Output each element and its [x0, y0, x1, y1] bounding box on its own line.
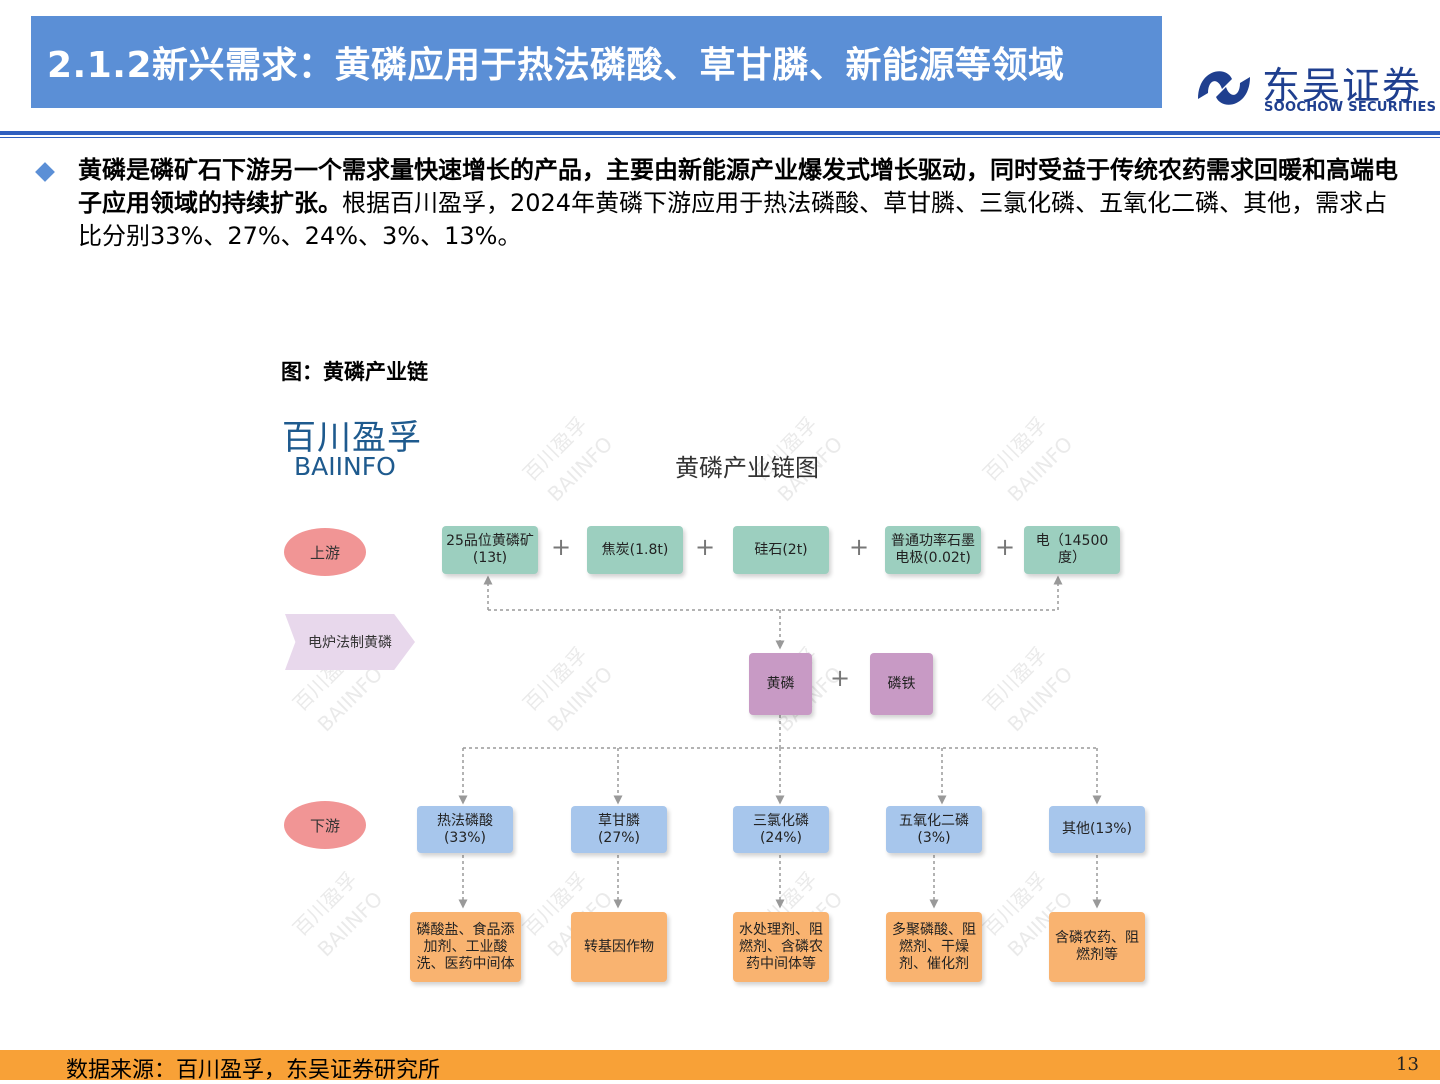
bullet-bold-text: 黄磷是磷矿石下游另一个需求量快速增长的产品，主要由新能源产业爆发式增长驱动，同时… [78, 156, 1398, 217]
stage-upstream: 上游 [284, 528, 366, 576]
title-bar: 2.1.2新兴需求：黄磷应用于热法磷酸、草甘膦、新能源等领域 [31, 16, 1162, 108]
baiinfo-logo-en: BAIINFO [294, 452, 396, 481]
downstream-name: 其他 [1061, 821, 1090, 837]
downstream-node: 三氯化磷 (24%) [733, 806, 829, 853]
input-node: 普通功率石墨电极(0.02t) [885, 526, 981, 574]
industry-chain-diagram: 百川盈孚 BAIINFO 百川盈孚 BAIINFO 百川盈孚 BAIINFO 百… [275, 400, 1175, 1000]
soochow-logo-icon [1198, 71, 1250, 105]
input-node: 焦炭(1.8t) [587, 526, 683, 574]
logo-name-cn: 东吴证券 [1262, 64, 1423, 108]
application-node: 磷酸盐、食品添加剂、工业酸洗、医药中间体 [410, 912, 521, 982]
input-node: 硅石(2t) [733, 526, 829, 574]
footer-bar: 数据来源：百川盈孚，东吴证券研究所 [0, 1050, 1440, 1083]
downstream-share: (27%) [597, 829, 641, 846]
header-divider [0, 131, 1440, 135]
bullet-paragraph: 黄磷是磷矿石下游另一个需求量快速增长的产品，主要由新能源产业爆发式增长驱动，同时… [78, 154, 1408, 253]
plus-sign: + [830, 664, 851, 692]
plus-sign: + [695, 533, 716, 561]
downstream-node: 热法磷酸 (33%) [417, 806, 513, 853]
application-node: 水处理剂、阻燃剂、含磷农药中间体等 [733, 912, 829, 982]
product-node-ferrophosphorus: 磷铁 [870, 653, 933, 715]
downstream-share: (13%) [1089, 821, 1133, 837]
downstream-name: 草甘膦 [598, 812, 640, 829]
diagram-title: 黄磷产业链图 [675, 454, 819, 482]
downstream-name: 热法磷酸 [437, 812, 493, 829]
plus-sign: + [849, 533, 870, 561]
plus-sign: + [551, 533, 572, 561]
soochow-logo: 东吴证券 SOOCHOW SECURITIES [1192, 55, 1436, 123]
input-node: 电（14500度） [1024, 526, 1120, 574]
downstream-share: (33%) [443, 829, 487, 846]
downstream-name: 五氧化二磷 [899, 812, 969, 829]
downstream-name: 三氯化磷 [753, 812, 809, 829]
baiinfo-logo-cn: 百川盈孚 [282, 418, 422, 458]
product-node-yellow-phosphorus: 黄磷 [749, 653, 812, 715]
figure-caption: 图：黄磷产业链 [281, 360, 428, 384]
stage-downstream: 下游 [284, 801, 366, 849]
downstream-node: 其他(13%) [1049, 806, 1145, 853]
logo-name-en: SOOCHOW SECURITIES [1264, 100, 1437, 115]
connector-lines [458, 575, 1102, 909]
header-divider-thin [0, 137, 1440, 138]
application-node: 多聚磷酸、阻燃剂、干燥剂、催化剂 [886, 912, 982, 982]
page-number: 13 [1396, 1054, 1419, 1075]
stage-process: 电炉法制黄磷 [285, 614, 415, 670]
downstream-node: 草甘膦 (27%) [571, 806, 667, 853]
diamond-bullet-icon [35, 162, 55, 182]
application-node: 转基因作物 [571, 912, 667, 982]
bullet-normal-text: 根据百川盈孚，2024年黄磷下游应用于热法磷酸、草甘膦、三氯化磷、五氧化二磷、其… [78, 189, 1388, 250]
downstream-share: (3%) [917, 829, 951, 846]
downstream-node: 五氧化二磷 (3%) [886, 806, 982, 853]
downstream-share: (24%) [759, 829, 803, 846]
slide-title: 2.1.2新兴需求：黄磷应用于热法磷酸、草甘膦、新能源等领域 [47, 45, 1065, 86]
application-node: 含磷农药、阻燃剂等 [1049, 912, 1145, 982]
input-node: 25品位黄磷矿(13t) [442, 526, 538, 574]
data-source: 数据来源：百川盈孚，东吴证券研究所 [66, 1058, 441, 1083]
plus-sign: + [995, 533, 1016, 561]
